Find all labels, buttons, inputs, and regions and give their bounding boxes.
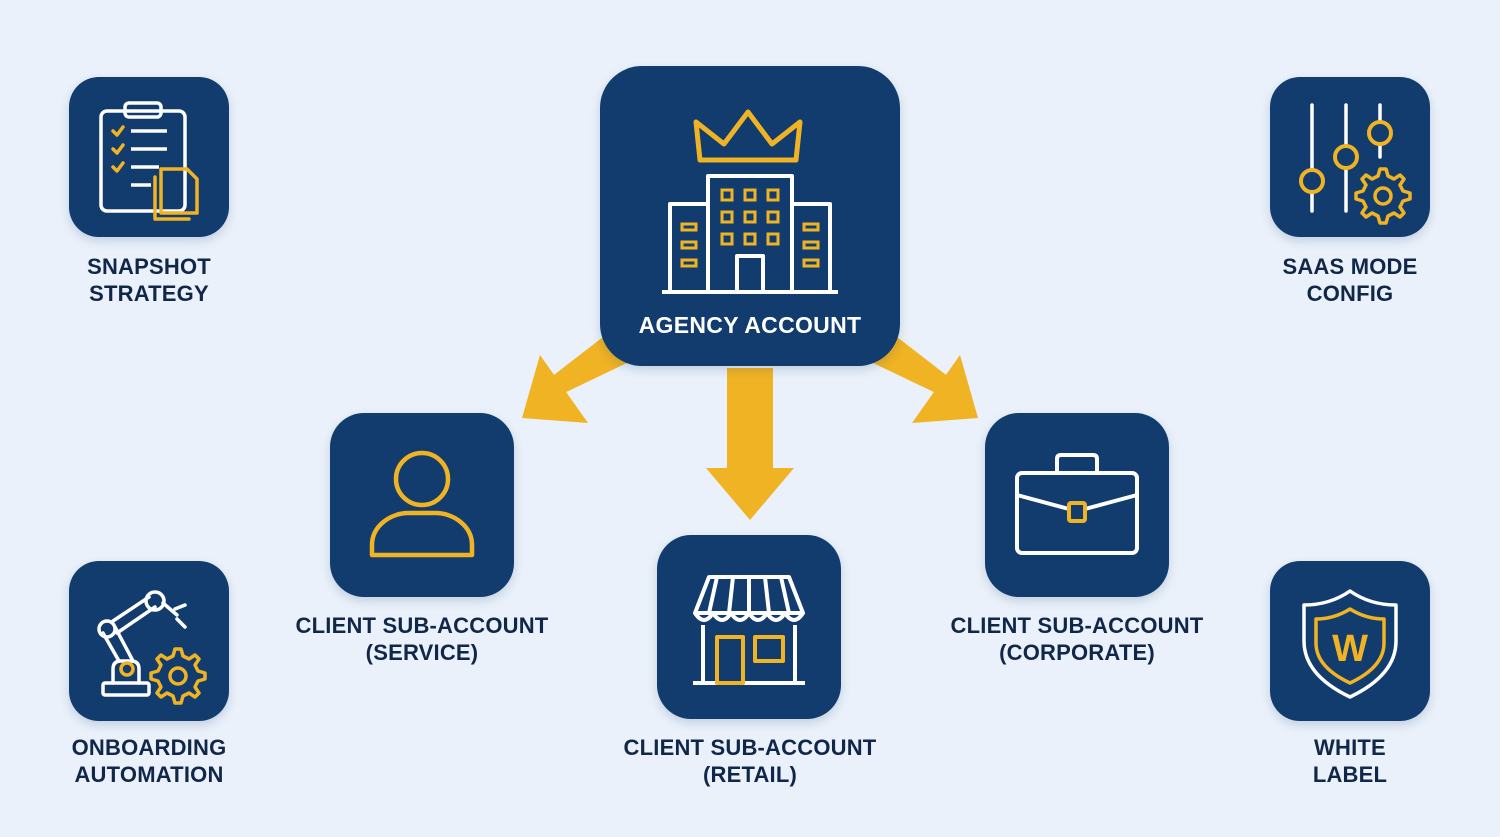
snapshot-strategy-line2: STRATEGY	[89, 281, 209, 306]
saas-mode-config-line1: SAAS MODE	[1282, 254, 1418, 279]
snapshot-strategy-label: SNAPSHOT STRATEGY	[29, 253, 269, 307]
arrow-head-service	[522, 355, 588, 423]
snapshot-strategy-tile	[69, 77, 229, 237]
onboarding-automation-tile	[69, 561, 229, 721]
onboarding-automation-line1: ONBOARDING	[71, 735, 227, 760]
white-label-tile: W	[1270, 561, 1430, 721]
shield-letter: W	[1332, 628, 1368, 670]
saas-mode-config-label: SAAS MODE CONFIG	[1230, 253, 1470, 307]
user-icon	[369, 450, 475, 558]
settings-gear-icon	[1354, 167, 1412, 225]
briefcase-icon	[1015, 453, 1139, 555]
client-corporate-line2: (CORPORATE)	[999, 640, 1155, 665]
client-corporate-label: CLIENT SUB-ACCOUNT (CORPORATE)	[927, 612, 1227, 666]
saas-mode-config-tile	[1270, 77, 1430, 237]
arrow-head-retail	[706, 468, 794, 520]
client-retail-line2: (RETAIL)	[702, 762, 798, 787]
white-label-line1: WHITE	[1314, 735, 1386, 760]
agency-account-tile: AGENCY ACCOUNT	[600, 66, 900, 366]
snapshot-strategy-line1: SNAPSHOT	[87, 254, 211, 279]
agency-icon-group	[662, 109, 838, 294]
shield-outline	[1302, 589, 1398, 699]
building-windows	[680, 188, 820, 268]
arrow-head-corporate	[912, 355, 978, 423]
robot-arm-gear-icon	[97, 590, 207, 705]
client-corporate-tile	[985, 413, 1169, 597]
white-label-label: WHITE LABEL	[1230, 734, 1470, 788]
agency-account-label: AGENCY ACCOUNT	[638, 312, 862, 338]
crown-icon	[693, 109, 803, 163]
client-service-label: CLIENT SUB-ACCOUNT (SERVICE)	[272, 612, 572, 666]
shield-inner	[1314, 607, 1386, 685]
onboarding-automation-line2: AUTOMATION	[74, 762, 224, 787]
client-retail-line1: CLIENT SUB-ACCOUNT	[623, 735, 877, 760]
client-service-line1: CLIENT SUB-ACCOUNT	[295, 613, 549, 638]
white-label-line2: LABEL	[1312, 762, 1388, 787]
clipboard-checklist-icon	[99, 101, 199, 221]
sliders-gear-icon	[1299, 103, 1412, 225]
client-retail-tile	[657, 535, 841, 719]
onboarding-automation-label: ONBOARDING AUTOMATION	[29, 734, 269, 788]
client-service-tile	[330, 413, 514, 597]
client-service-line2: (SERVICE)	[365, 640, 479, 665]
briefcase-clasp	[1067, 501, 1087, 523]
building-icon	[662, 174, 838, 294]
client-corporate-line1: CLIENT SUB-ACCOUNT	[950, 613, 1204, 638]
arrow-to-retail	[727, 368, 773, 470]
storefront-icon	[693, 575, 805, 685]
shield-w-icon: W	[1302, 589, 1398, 699]
client-retail-label: CLIENT SUB-ACCOUNT (RETAIL)	[600, 734, 900, 788]
saas-mode-config-line2: CONFIG	[1306, 281, 1394, 306]
